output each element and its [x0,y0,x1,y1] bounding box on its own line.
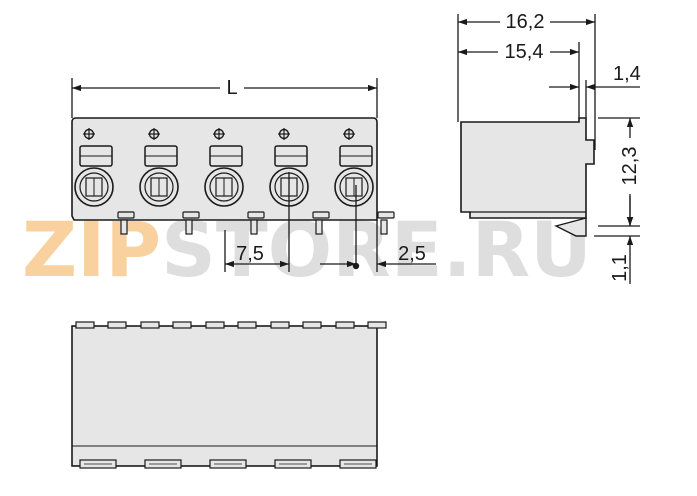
top-rib [75,321,95,329]
bottom-view [71,321,387,469]
pin-center-dot [352,262,360,270]
dimension-height [594,117,640,284]
coding-slot [117,211,135,219]
dimension-label-length: L [226,77,237,99]
dimension-pin-offset [320,185,436,272]
coding-slot [182,211,200,219]
dimension-label-pitch: 7,5 [236,243,264,265]
pole-1 [74,128,135,235]
side-housing [460,117,595,219]
top-rib [270,321,290,329]
top-rib [172,321,192,329]
dimension-label-lip: 1,4 [613,63,641,85]
coding-slot [377,211,395,219]
dimension-label-height: 12,3 [619,147,641,186]
dimension-label-pin-offset: 2,5 [398,243,426,265]
pole-2 [139,128,200,235]
top-rib [140,321,160,329]
top-rib [367,321,387,329]
solder-pin [380,219,388,235]
coding-slot [247,211,265,219]
solder-pin [120,219,128,235]
side-pin [554,217,587,237]
pole-5 [334,128,395,235]
top-rib [335,321,355,329]
side-view: 16,2 15,4 1,4 12,3 1,1 [457,10,642,284]
solder-pin [185,219,193,235]
top-rib [302,321,322,329]
coding-slot [312,211,330,219]
top-rib [107,321,127,329]
top-rib [205,321,225,329]
dimension-label-pin-length: 1,1 [609,254,631,282]
solder-pin [315,219,323,235]
bottom-housing [71,325,378,467]
top-rib [237,321,257,329]
solder-pin [250,219,258,235]
dimension-label-overall-width: 16,2 [506,11,545,33]
pole-3 [204,128,265,235]
dimension-label-body-width: 15,4 [505,41,544,63]
front-view: L 7,5 2,5 [71,76,436,272]
dimension-pitch [224,172,290,272]
